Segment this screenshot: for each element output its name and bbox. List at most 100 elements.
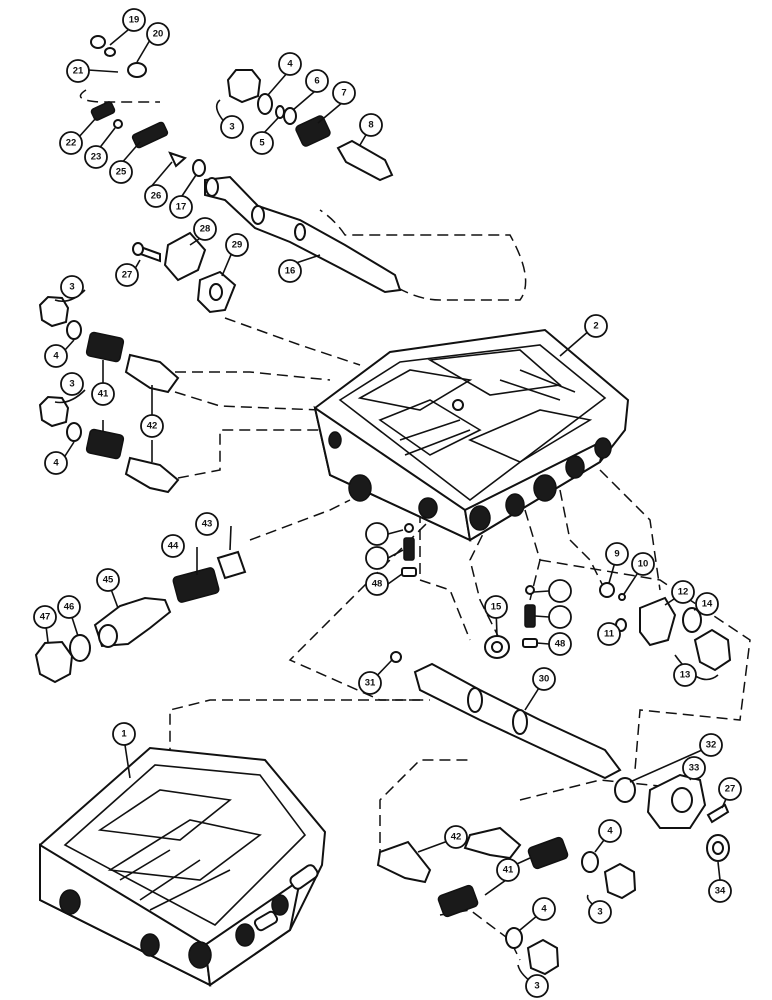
svg-text:7: 7 <box>341 88 346 99</box>
callout-3-lower-b: 3 <box>525 974 549 998</box>
parts <box>34 35 732 976</box>
plug-part <box>603 862 637 900</box>
svg-text:47: 47 <box>40 612 51 623</box>
svg-text:2: 2 <box>593 321 598 332</box>
svg-text:41: 41 <box>98 389 109 400</box>
svg-text:21: 21 <box>73 66 84 77</box>
callout-3-left-a: 3 <box>60 275 84 299</box>
svg-text:3: 3 <box>229 122 234 133</box>
lower-valve-body <box>39 746 327 987</box>
callout-31: 31 <box>358 671 382 695</box>
svg-text:45: 45 <box>103 575 114 586</box>
callout-17: 17 <box>169 195 193 219</box>
callout-13: 13 <box>673 663 697 687</box>
callout-30: 30 <box>532 667 556 691</box>
spring-part <box>90 101 116 121</box>
svg-text:28: 28 <box>200 224 211 235</box>
plug-part <box>226 69 262 104</box>
callout-39-top: 41 <box>91 382 115 406</box>
cover-plate-part <box>163 231 207 282</box>
callout-8: 8 <box>359 113 383 137</box>
callout-12: 12 <box>671 580 695 604</box>
svg-text:11: 11 <box>604 629 615 640</box>
svg-text:25: 25 <box>116 167 127 178</box>
svg-text:44: 44 <box>168 541 179 552</box>
callout-44: 46 <box>57 595 81 619</box>
callout-40-bottom: 42 <box>444 825 468 849</box>
callout-3-lower-a: 3 <box>588 900 612 924</box>
svg-text:12: 12 <box>678 587 689 598</box>
callout-6: 6 <box>305 69 329 93</box>
svg-text:17: 17 <box>176 202 187 213</box>
callout-22: 22 <box>59 131 83 155</box>
svg-text:20: 20 <box>153 29 164 40</box>
callout-20: 20 <box>146 22 170 46</box>
svg-text:31: 31 <box>365 678 376 689</box>
callout-48-a <box>365 522 389 546</box>
assembly-guide-lines <box>79 89 751 961</box>
callout-4-lower-a: 4 <box>598 819 622 843</box>
svg-text:3: 3 <box>534 981 539 992</box>
callout-33: 33 <box>682 756 706 780</box>
svg-text:26: 26 <box>151 191 162 202</box>
seal-ring-part <box>127 62 147 78</box>
svg-text:3: 3 <box>69 282 74 293</box>
callout-46-b: 48 <box>548 632 572 656</box>
callout-41: 43 <box>195 512 219 536</box>
callout-27-right: 27 <box>718 777 742 801</box>
svg-text:30: 30 <box>539 674 550 685</box>
spring-part <box>295 115 331 147</box>
callout-4-top: 4 <box>278 52 302 76</box>
svg-text:5: 5 <box>259 138 265 149</box>
callout-43: 45 <box>96 568 120 592</box>
callout-4-left-b: 4 <box>44 451 68 475</box>
callout-23: 23 <box>84 145 108 169</box>
callout-47-a <box>365 546 389 570</box>
svg-text:22: 22 <box>66 138 77 149</box>
callout-45: 47 <box>33 605 57 629</box>
svg-text:13: 13 <box>680 670 691 681</box>
callout-25: 25 <box>109 160 133 184</box>
callout-42: 44 <box>161 534 185 558</box>
callout-1: 1 <box>112 722 136 746</box>
plug-part <box>38 295 70 328</box>
callout-5: 5 <box>250 131 274 155</box>
svg-text:29: 29 <box>232 240 243 251</box>
callout-4-lower-b: 4 <box>532 897 556 921</box>
callout-48-b <box>548 579 572 603</box>
callouts: 19 20 21 22 23 25 26 17 4 3 5 6 7 8 28 2… <box>33 8 742 998</box>
plug-part <box>693 628 732 672</box>
svg-text:32: 32 <box>706 740 717 751</box>
callout-27-top: 27 <box>115 263 139 287</box>
spring-part <box>85 331 125 363</box>
svg-text:3: 3 <box>69 379 74 390</box>
svg-text:48: 48 <box>372 579 383 590</box>
callout-28: 28 <box>193 217 217 241</box>
svg-text:4: 4 <box>287 59 293 70</box>
svg-text:34: 34 <box>715 886 726 897</box>
svg-text:3: 3 <box>597 907 602 918</box>
svg-text:33: 33 <box>689 763 700 774</box>
svg-text:27: 27 <box>725 784 736 795</box>
callout-26: 26 <box>144 184 168 208</box>
spring-part <box>527 836 569 870</box>
callout-3-top: 3 <box>220 115 244 139</box>
svg-text:27: 27 <box>122 270 133 281</box>
svg-text:4: 4 <box>607 826 613 837</box>
svg-text:4: 4 <box>53 351 59 362</box>
callout-14: 14 <box>695 592 719 616</box>
callout-40-top: 42 <box>140 414 164 438</box>
callout-34: 34 <box>708 879 732 903</box>
plug-part <box>34 640 74 684</box>
callout-15: 15 <box>484 595 508 619</box>
spring-part <box>85 428 125 460</box>
svg-text:41: 41 <box>503 865 514 876</box>
svg-text:14: 14 <box>702 599 713 610</box>
callout-32: 32 <box>699 733 723 757</box>
spring-part <box>172 567 220 603</box>
callout-47-b <box>548 605 572 629</box>
svg-text:16: 16 <box>285 266 296 277</box>
spring-part <box>131 121 169 149</box>
callout-4-left-a: 4 <box>44 344 68 368</box>
